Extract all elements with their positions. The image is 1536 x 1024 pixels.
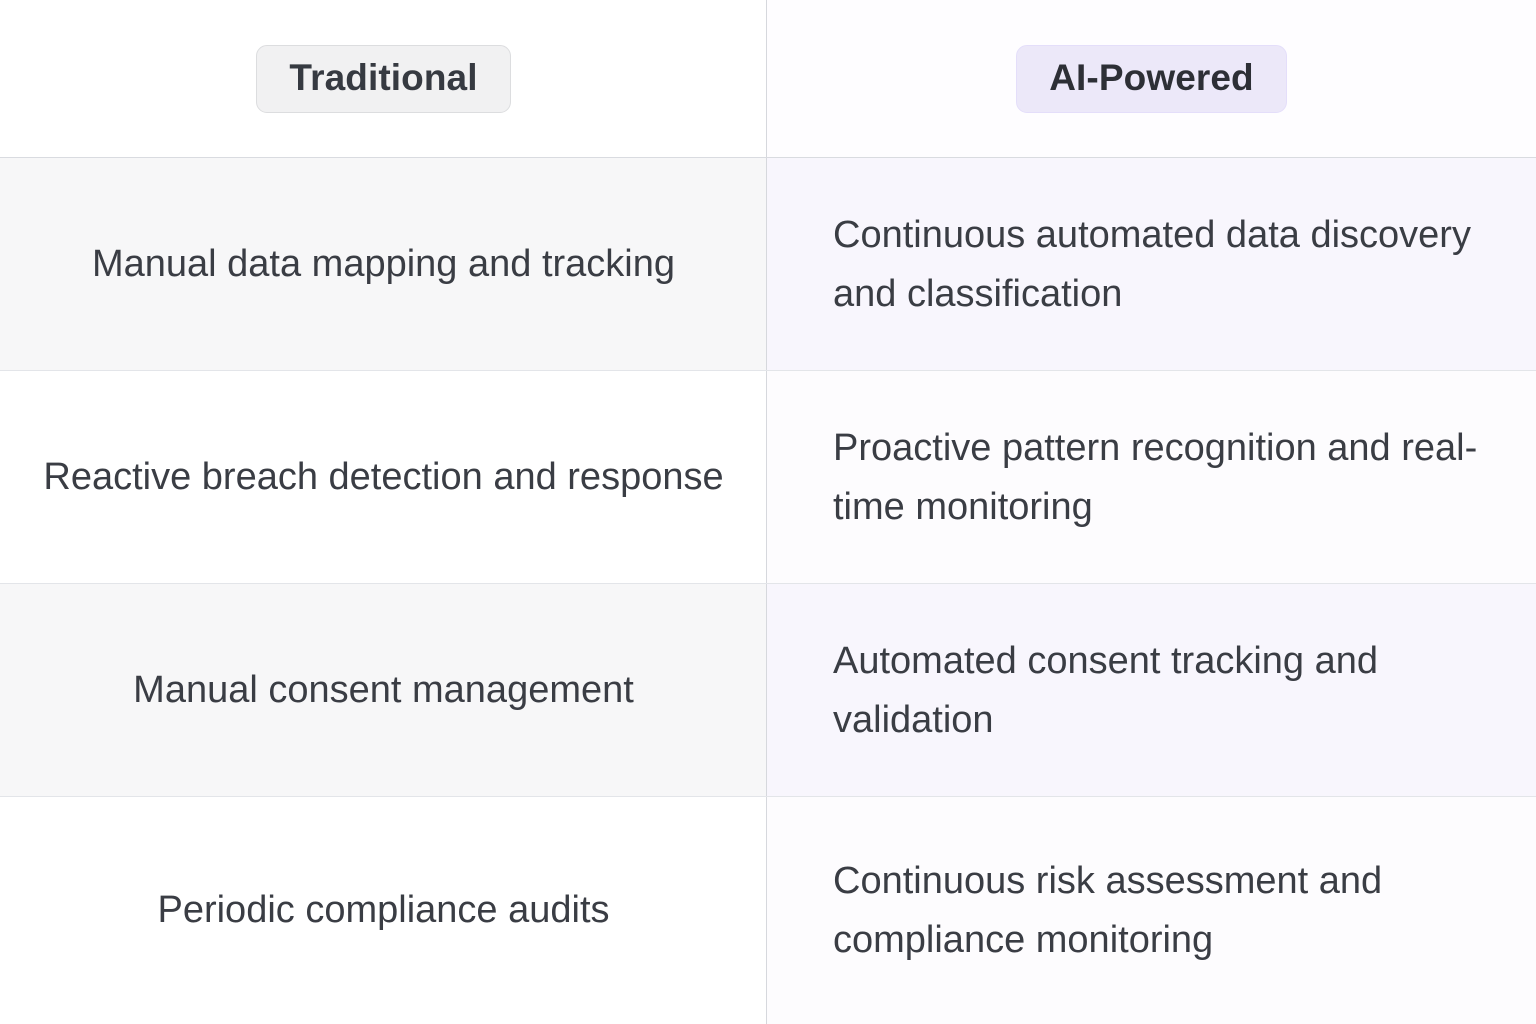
- cell-traditional-3: Manual consent management: [133, 669, 634, 712]
- cell-ai-powered-4: Continuous risk assessment and complianc…: [833, 859, 1383, 961]
- table-row: Manual consent management: [0, 584, 767, 797]
- column-header-ai-powered: AI-Powered: [767, 0, 1536, 158]
- badge-traditional: Traditional: [256, 45, 511, 113]
- cell-ai-powered-3: Automated consent tracking and validatio…: [833, 639, 1379, 741]
- table-row: Continuous automated data discovery and …: [767, 158, 1536, 371]
- column-header-traditional: Traditional: [0, 0, 767, 158]
- table-row: Continuous risk assessment and complianc…: [767, 797, 1536, 1024]
- table-row: Proactive pattern recognition and real-t…: [767, 371, 1536, 584]
- table-row: Automated consent tracking and validatio…: [767, 584, 1536, 797]
- cell-ai-powered-2: Proactive pattern recognition and real-t…: [833, 426, 1478, 528]
- table-row: Manual data mapping and tracking: [0, 158, 767, 371]
- table-row: Periodic compliance audits: [0, 797, 767, 1024]
- cell-traditional-4: Periodic compliance audits: [157, 889, 610, 932]
- cell-traditional-2: Reactive breach detection and response: [43, 456, 724, 499]
- table-row: Reactive breach detection and response: [0, 371, 767, 584]
- cell-ai-powered-1: Continuous automated data discovery and …: [833, 213, 1471, 315]
- badge-ai-powered: AI-Powered: [1016, 45, 1287, 113]
- cell-traditional-1: Manual data mapping and tracking: [91, 243, 676, 286]
